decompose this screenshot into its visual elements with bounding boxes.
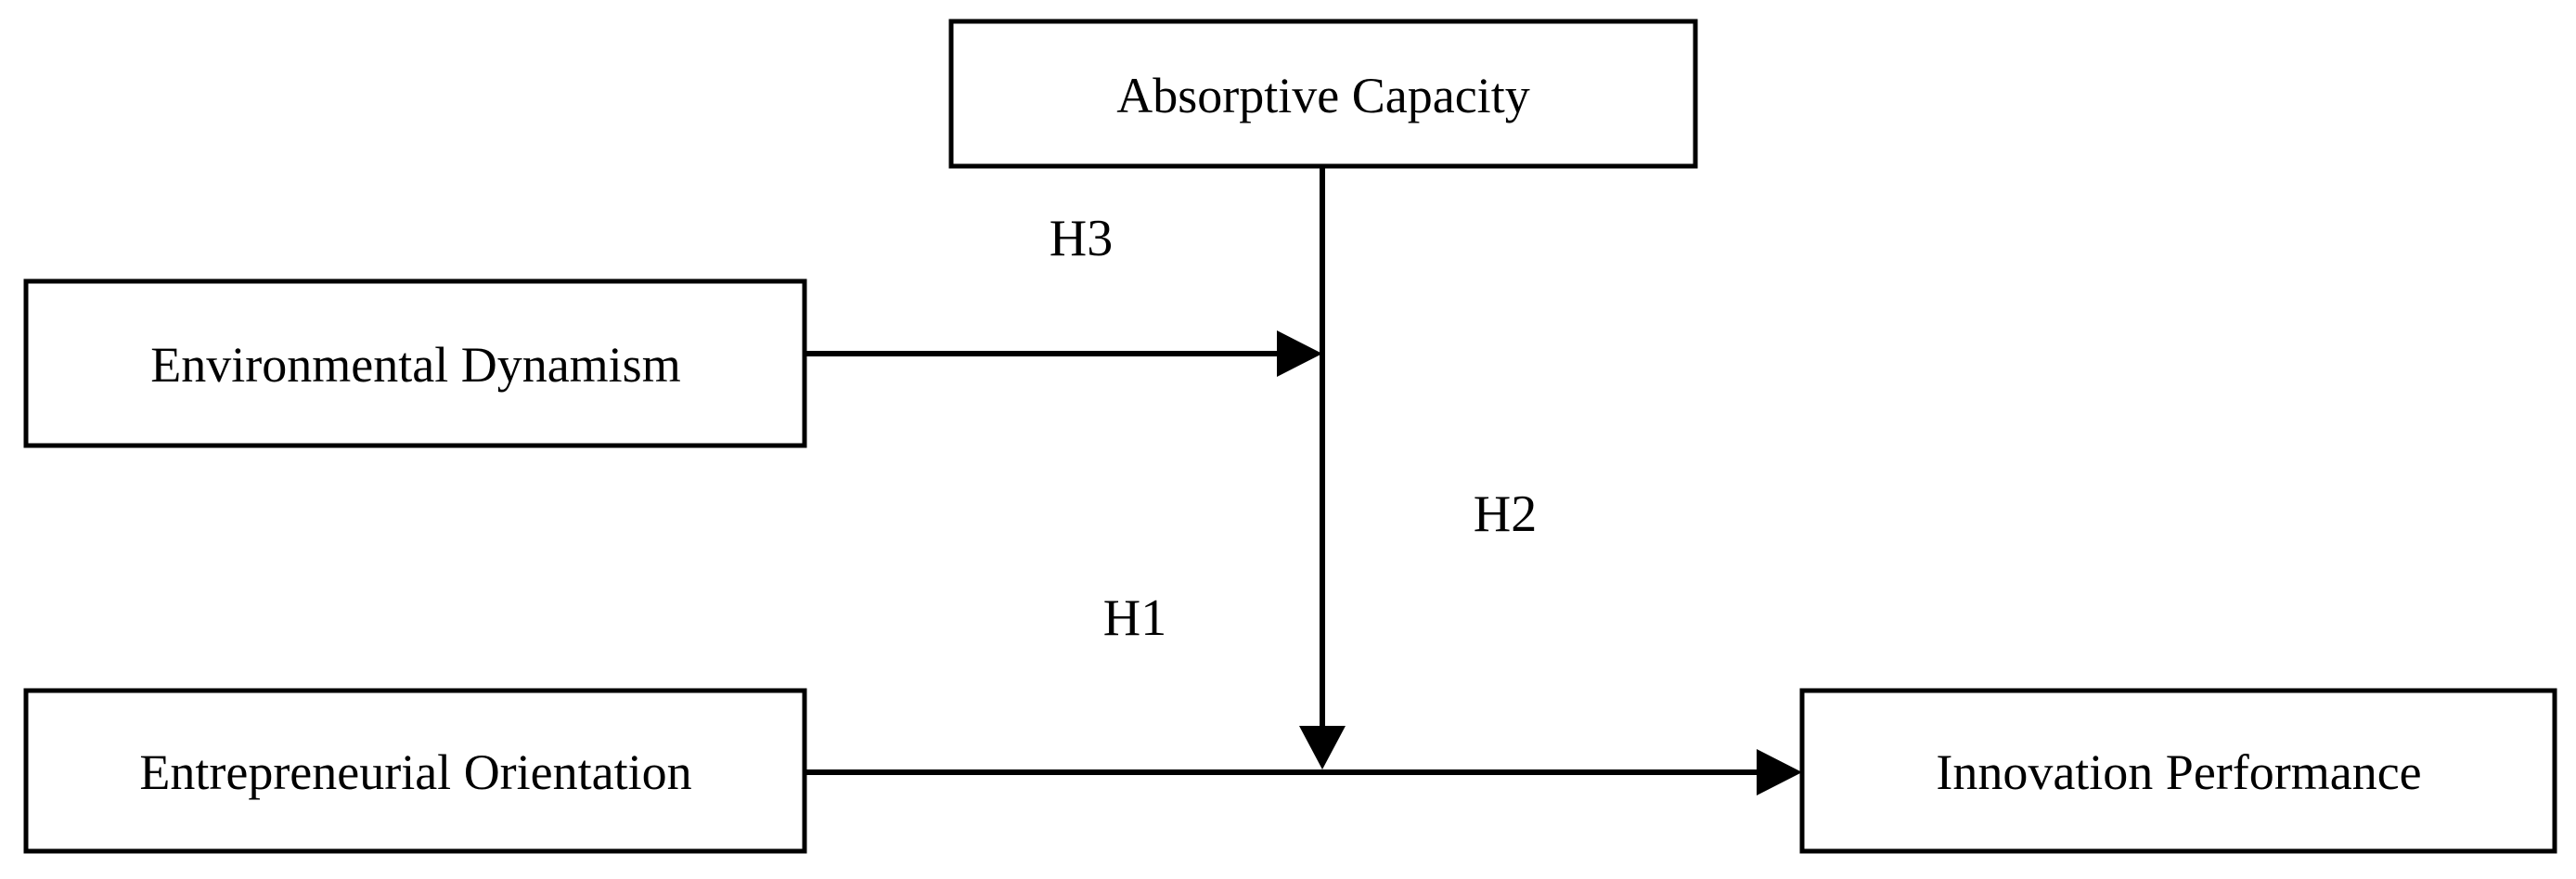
- innovation-performance-node: Innovation Performance: [1799, 688, 2557, 854]
- absorptive-capacity-label: Absorptive Capacity: [1116, 68, 1529, 123]
- hypothesis-label-h2: H2: [1474, 485, 1537, 543]
- absorptive-capacity-node: Absorptive Capacity: [948, 19, 1698, 169]
- down-arrowhead-icon: [1299, 726, 1346, 769]
- entrepreneurial-orientation-label: Entrepreneurial Orientation: [139, 744, 691, 800]
- right-arrowhead-icon: [1277, 330, 1322, 377]
- environmental-dynamism-node: Environmental Dynamism: [23, 278, 807, 448]
- arrow-environmental-dynamism-to-moderation-path: [805, 330, 1322, 377]
- arrow-entrepreneurial-orientation-to-innovation-performance: [805, 749, 1802, 795]
- arrow-absorptive-capacity-to-main-path: [1299, 166, 1346, 769]
- entrepreneurial-orientation-box: [23, 688, 807, 854]
- entrepreneurial-orientation-node: Entrepreneurial Orientation: [23, 688, 807, 854]
- right-arrowhead-icon: [1757, 749, 1802, 795]
- innovation-performance-label: Innovation Performance: [1936, 744, 2421, 800]
- innovation-performance-box: [1799, 688, 2557, 854]
- hypothesis-label-h3: H3: [1050, 210, 1113, 267]
- environmental-dynamism-box: [23, 278, 807, 448]
- environmental-dynamism-label: Environmental Dynamism: [150, 337, 680, 393]
- hypothesis-label-h1: H1: [1103, 589, 1166, 647]
- absorptive-capacity-box: [948, 19, 1698, 169]
